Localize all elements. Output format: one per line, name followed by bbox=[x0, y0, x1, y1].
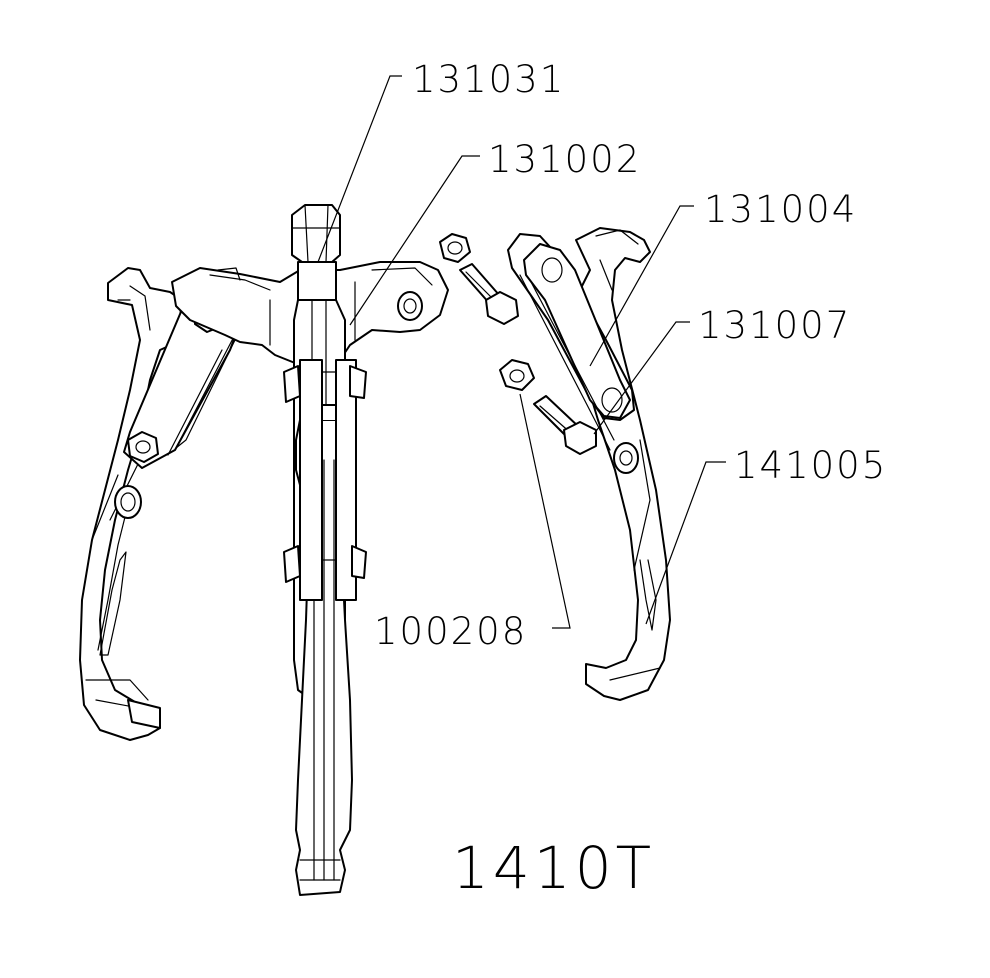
left-link-plate bbox=[123, 289, 243, 469]
part-number-131031: 131031 bbox=[412, 58, 565, 101]
part-labels: 131031 131002 131004 131007 141005 10020… bbox=[374, 58, 887, 902]
right-link-plate bbox=[507, 233, 635, 451]
upper-nut bbox=[439, 233, 471, 263]
right-jaw bbox=[575, 227, 671, 701]
lower-nut bbox=[499, 359, 535, 391]
part-number-100208: 100208 bbox=[374, 610, 527, 653]
center-link-plates bbox=[283, 359, 367, 601]
left-lower-nut bbox=[127, 431, 159, 463]
leader-100208 bbox=[519, 393, 571, 629]
leader-131007 bbox=[593, 321, 690, 435]
model-number: 1410T bbox=[452, 834, 655, 902]
part-number-131004: 131004 bbox=[704, 188, 857, 231]
lower-bolt bbox=[533, 395, 597, 455]
leader-131031 bbox=[317, 75, 402, 263]
leader-131004 bbox=[589, 205, 694, 367]
part-number-141005: 141005 bbox=[734, 444, 887, 487]
leader-141005 bbox=[645, 461, 726, 625]
leader-131002 bbox=[349, 155, 480, 326]
leader-lines bbox=[317, 75, 726, 629]
part-number-131002: 131002 bbox=[488, 138, 641, 181]
part-number-131007: 131007 bbox=[698, 304, 851, 347]
upper-bolt bbox=[459, 263, 519, 325]
left-jaw bbox=[79, 267, 183, 741]
